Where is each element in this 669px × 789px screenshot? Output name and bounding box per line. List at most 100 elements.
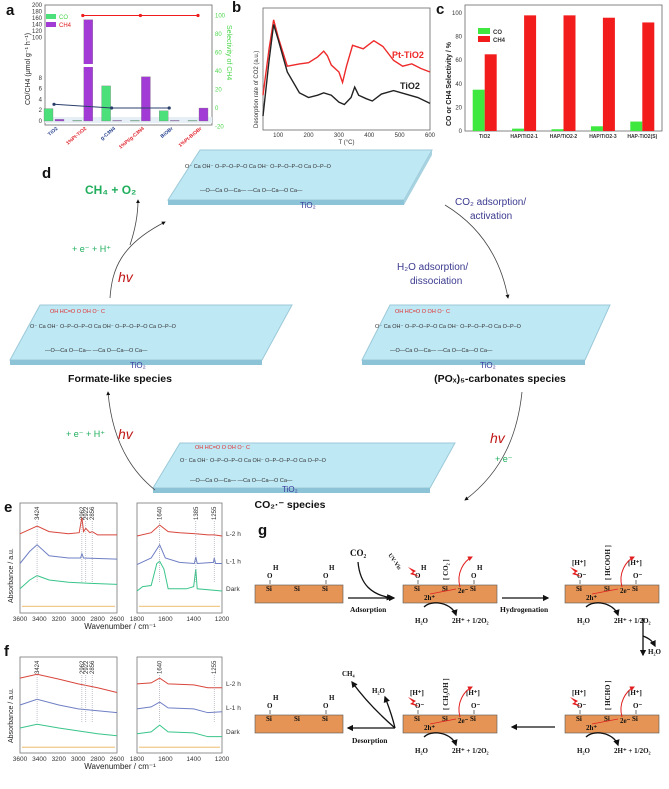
- si-atom: Si: [414, 715, 420, 723]
- y-tick-label: 0: [459, 129, 463, 135]
- x-tick-label: 3600: [13, 756, 28, 763]
- bar-ch4: [141, 76, 151, 122]
- x-tick-label: 200: [304, 133, 315, 139]
- water-release-label: H₂O: [648, 648, 662, 656]
- ir-trace-L-1h: [136, 543, 222, 566]
- ir-trace-L-2h: [19, 673, 118, 694]
- peak-label: 1640: [158, 506, 164, 520]
- catalyst-slab: [254, 584, 344, 604]
- adsorbed-species: [ CH₃OH ]: [442, 678, 450, 710]
- x-tick-label: HAP-TiO2(S): [627, 134, 657, 140]
- ch4-o2-product: CH₄ + O₂: [85, 183, 136, 197]
- electron-transfer-arrow: [620, 686, 635, 718]
- ir-frame: [136, 502, 223, 614]
- hole-label: 2h⁺: [586, 594, 597, 602]
- water-release-arrow: [642, 635, 656, 648]
- peak-label: 1385: [194, 506, 200, 520]
- catalyst-slab: [564, 714, 660, 734]
- si-atom: Si: [294, 585, 300, 593]
- trace-label: L-1 h: [226, 558, 241, 565]
- peak-label: 2962: [80, 506, 86, 520]
- ir-trace-L-1h: [19, 544, 118, 564]
- bar-co: [159, 110, 169, 122]
- bar-co: [630, 121, 643, 131]
- proton-label: [H⁺]: [572, 559, 586, 567]
- ir-trace-L-2h: [136, 524, 223, 537]
- y-tick-label: 60: [455, 58, 462, 64]
- x-tick-label: 2600: [110, 756, 125, 763]
- oxygen-atom: O⁻: [633, 572, 642, 580]
- slab-top-label: TiO₂: [300, 201, 316, 210]
- bar-co: [551, 129, 564, 131]
- x-tick-label: 1400: [186, 616, 201, 623]
- hydrogen-atom: H: [273, 564, 279, 572]
- co2-radical-species-label: CO₂·⁻ species: [255, 499, 326, 511]
- electron-proton-top: + e⁻ + H⁺: [72, 244, 111, 254]
- water-label: H₂O: [415, 747, 429, 755]
- slab-formate: O⁻ Ca OH⁻ O–P–O–P–O Ca OH⁻ O–P–O–P–O Ca …: [9, 304, 293, 370]
- trace-label: Dark: [226, 586, 240, 593]
- water-label: H₂O: [415, 617, 429, 625]
- oxidation-products: 2H⁺ + 1/2O₂: [452, 747, 489, 755]
- x-tick-label: 2600: [110, 616, 125, 623]
- ir-frame: [136, 656, 223, 754]
- selectivity-point: [138, 13, 142, 18]
- x-tick-label: 3600: [13, 616, 28, 623]
- electron-proton-bottom: + e⁻ + H⁺: [66, 429, 105, 439]
- legend-swatch: [478, 36, 490, 42]
- oxygen-atom: O: [267, 572, 273, 580]
- hydrogen-atom: H: [329, 694, 335, 702]
- si-atom: Si: [442, 715, 448, 723]
- y2-tick-label: 100: [215, 14, 226, 20]
- h2o-desorbed-label: H₂O: [372, 687, 386, 695]
- oxygen-atom: O: [471, 572, 477, 580]
- hv-left-top: hv: [118, 269, 134, 285]
- x-axis-label: Wavenumber / cm⁻¹: [84, 762, 156, 771]
- slab-co2-chain: O⁻ Ca OH⁻ O–P–O–P–O Ca OH⁻ O–P–O–P–O Ca …: [180, 458, 327, 464]
- proton-label: [H⁺]: [628, 689, 642, 697]
- selectivity-point: [196, 13, 200, 18]
- series-label-pt-tio2: Pt-TiO2: [392, 50, 424, 60]
- hydrogen-atom: H: [477, 564, 483, 572]
- y-tick-label: 140: [32, 23, 43, 29]
- peak-label: 2856: [90, 660, 96, 674]
- panel-label-e: e: [4, 499, 12, 516]
- ir-trace-L-1h: [136, 701, 223, 714]
- legend-label-co: CO: [59, 15, 68, 21]
- x-tick-label: HAP/TiO2-2: [550, 134, 578, 140]
- chart-a: 02468100120140160180200-20020406080100CO…: [25, 3, 232, 151]
- x-tick-label: 3200: [52, 616, 67, 623]
- adsorption-label: Adsorption: [350, 605, 387, 614]
- peak-label: 1255: [212, 660, 218, 674]
- x-tick-label: 1200: [215, 756, 230, 763]
- si-atom: Si: [576, 715, 582, 723]
- x-tick-label: 1600: [158, 756, 173, 763]
- dissociation-label: dissociation: [410, 276, 462, 287]
- x-tick-label: 1%Pt-TiO2: [65, 126, 88, 147]
- light-bolt-icon: [570, 697, 582, 707]
- panel-g-mechanism: SiSiSiOHOHSiSiSiOHOH[ CO₂ ]2h⁺2e⁻H₂O2H⁺ …: [254, 545, 662, 755]
- y-axis-label: CO or CH4 Selectivity / %: [446, 41, 453, 126]
- si-atom: Si: [604, 585, 610, 593]
- x-tick-label: 2800: [90, 756, 105, 763]
- slab-top: O⁻ Ca OH⁻ O–P–O–P–O Ca OH⁻ O–P–O–P–O Ca …: [167, 149, 433, 210]
- y-tick-label: 4: [39, 97, 43, 103]
- charge-separation: [429, 588, 457, 595]
- hole-label: 2h⁺: [424, 594, 435, 602]
- y2-tick-label: -20: [215, 125, 224, 131]
- catalyst-slab: [402, 714, 498, 734]
- y2-tick-label: 60: [215, 51, 222, 57]
- peak-label: 3424: [35, 506, 41, 520]
- selectivity-point: [52, 102, 56, 106]
- electron-label: 2e⁻: [458, 717, 469, 725]
- series-line-1: [262, 24, 431, 117]
- selectivity-point: [167, 106, 171, 110]
- bar-ch4: [112, 120, 122, 122]
- slab-carbonates-chain: O⁻ Ca OH⁻ O–P–O–P–O Ca OH⁻ O–P–O–P–O Ca …: [375, 324, 522, 330]
- baseline-band: [45, 117, 212, 123]
- bar-ch4: [83, 19, 93, 122]
- proton-label: [H⁺]: [410, 689, 424, 697]
- legend-label-ch4: CH4: [59, 23, 72, 29]
